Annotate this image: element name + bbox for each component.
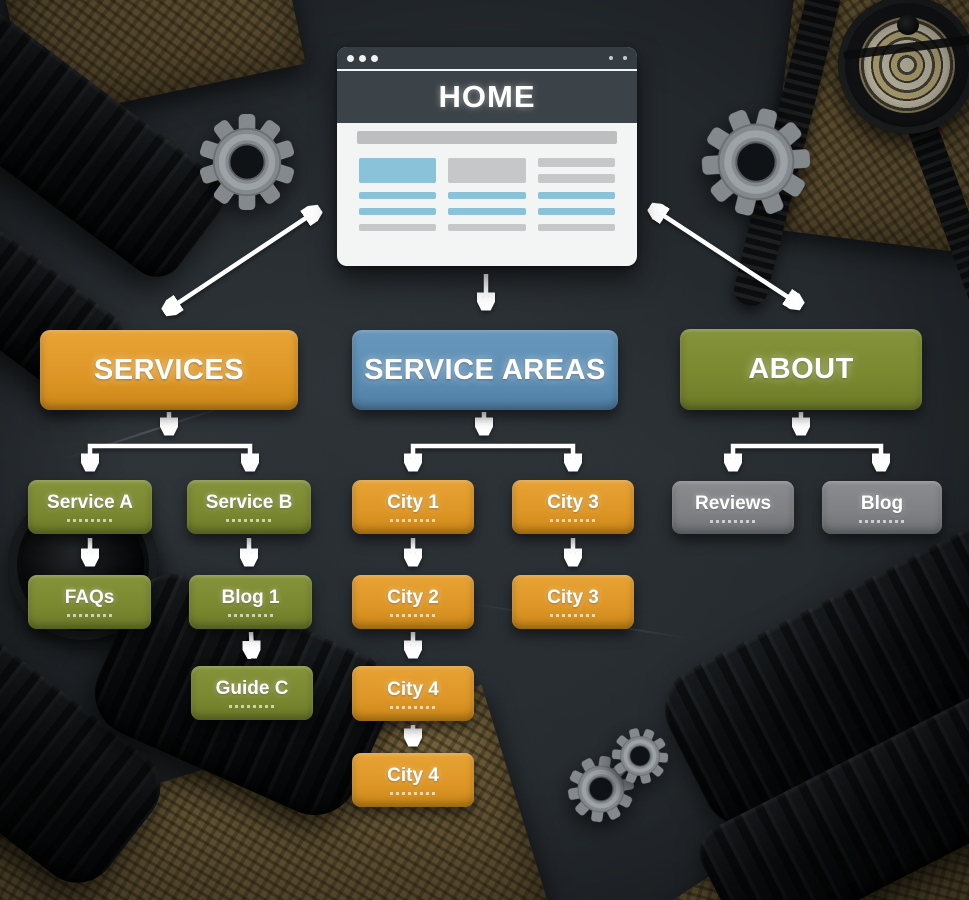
node-city-3-top-label: City 3 bbox=[547, 492, 599, 513]
window-control-icon bbox=[623, 56, 627, 60]
arrow-home-services bbox=[166, 210, 318, 311]
node-subtext-dots bbox=[226, 519, 272, 522]
node-service-a-label: Service A bbox=[47, 492, 133, 513]
node-service-b-label: Service B bbox=[205, 492, 293, 513]
wireframe-hero-block bbox=[359, 158, 437, 183]
node-services-label: SERVICES bbox=[93, 353, 245, 386]
wireframe-column bbox=[537, 158, 615, 231]
node-city-1-label: City 1 bbox=[387, 492, 439, 513]
browser-window-home: HOME bbox=[337, 47, 637, 266]
compass-dial bbox=[842, 15, 969, 113]
node-reviews: Reviews bbox=[672, 481, 794, 534]
node-city-3-bottom-label: City 3 bbox=[547, 587, 599, 608]
node-service-a: Service A bbox=[28, 480, 152, 534]
node-service-areas-label: SERVICE AREAS bbox=[364, 353, 606, 386]
wireframe-bar bbox=[537, 208, 615, 215]
arrow-home-about bbox=[652, 208, 800, 305]
node-faqs-label: FAQs bbox=[64, 587, 115, 608]
wireframe-bar bbox=[448, 192, 526, 199]
window-dots-icon bbox=[371, 54, 378, 62]
node-city-4-top-label: City 4 bbox=[387, 678, 439, 700]
wireframe-bar bbox=[359, 192, 437, 199]
wireframe-bar bbox=[537, 192, 615, 199]
node-subtext-dots bbox=[710, 519, 756, 523]
node-about-label: ABOUT bbox=[748, 353, 854, 385]
compass-icon bbox=[838, 0, 969, 134]
node-guide-c-label: Guide C bbox=[215, 678, 289, 699]
node-about: ABOUT bbox=[680, 329, 922, 410]
node-blog-1-label: Blog 1 bbox=[221, 587, 280, 608]
node-city-2: City 2 bbox=[352, 575, 474, 629]
wireframe-navbar bbox=[357, 131, 617, 144]
wireframe-column bbox=[359, 158, 437, 231]
home-header-band: HOME bbox=[337, 71, 637, 123]
node-city-2-label: City 2 bbox=[387, 587, 439, 608]
compass-knob bbox=[897, 15, 919, 35]
wireframe-bar bbox=[359, 208, 437, 215]
node-subtext-dots bbox=[66, 614, 113, 617]
node-faqs: FAQs bbox=[28, 575, 151, 629]
node-subtext-dots bbox=[227, 614, 274, 617]
node-city-3-bottom: City 3 bbox=[512, 575, 634, 629]
node-subtext-dots bbox=[550, 614, 596, 617]
home-title: HOME bbox=[438, 79, 536, 114]
wireframe-bar bbox=[448, 208, 526, 215]
branch-service-areas bbox=[413, 443, 573, 469]
node-subtext-dots bbox=[390, 792, 436, 795]
browser-titlebar bbox=[337, 47, 637, 71]
node-city-1: City 1 bbox=[352, 480, 474, 534]
node-subtext-dots bbox=[390, 614, 436, 617]
node-city-4-bottom-label: City 4 bbox=[387, 765, 439, 786]
node-blog-1: Blog 1 bbox=[189, 575, 312, 629]
wireframe-bar bbox=[448, 224, 526, 231]
arrow-blog1-guidec bbox=[251, 631, 252, 656]
wireframe-column bbox=[448, 158, 526, 231]
node-subtext-dots bbox=[67, 519, 113, 522]
wireframe-bar bbox=[537, 224, 615, 231]
wireframe-content bbox=[337, 144, 637, 231]
window-dots-icon bbox=[359, 54, 366, 62]
node-subtext-dots bbox=[390, 519, 436, 522]
node-services: SERVICES bbox=[40, 330, 298, 410]
wireframe-text-block bbox=[537, 158, 615, 183]
window-dots-icon bbox=[347, 54, 354, 62]
node-subtext-dots bbox=[550, 519, 596, 522]
node-guide-c: Guide C bbox=[191, 666, 313, 720]
node-subtext-dots bbox=[229, 705, 275, 708]
node-city-4-bottom: City 4 bbox=[352, 753, 474, 807]
branch-about bbox=[733, 443, 881, 469]
node-city-4-top: City 4 bbox=[352, 666, 474, 721]
node-service-areas: SERVICE AREAS bbox=[352, 330, 618, 410]
node-reviews-label: Reviews bbox=[694, 492, 772, 514]
node-blog-label: Blog bbox=[860, 492, 904, 514]
wireframe-image-block bbox=[448, 158, 526, 183]
node-blog: Blog bbox=[822, 481, 942, 534]
window-control-icon bbox=[609, 56, 613, 60]
node-subtext-dots bbox=[390, 705, 436, 709]
node-city-3-top: City 3 bbox=[512, 480, 634, 534]
node-service-b: Service B bbox=[187, 480, 311, 534]
node-subtext-dots bbox=[859, 519, 905, 523]
wireframe-bar bbox=[359, 224, 437, 231]
branch-services bbox=[90, 443, 250, 469]
